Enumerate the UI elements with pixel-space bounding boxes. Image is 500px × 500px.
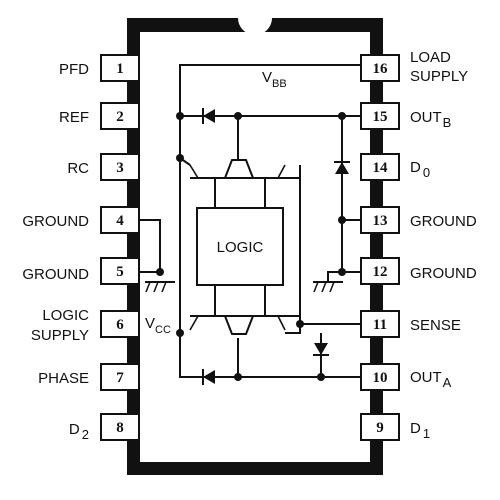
pin-1: 1 PFD [59, 54, 140, 82]
pin-7-label: PHASE [38, 370, 89, 387]
pin-13: 13 GROUND [360, 206, 477, 234]
pin-7: 7 PHASE [38, 363, 140, 391]
ground-right-icon [313, 281, 343, 293]
pin-15-number: 15 [373, 109, 388, 125]
lower-transistor-pair [189, 315, 286, 335]
logic-block [196, 207, 284, 286]
diode-bottom-icon [202, 369, 215, 385]
pin-7-number: 7 [116, 370, 124, 386]
vbb-sub: BB [272, 78, 287, 90]
junction-dots [156, 112, 346, 381]
pin-10-label-sub: A [443, 375, 452, 390]
pin-3: 3 RC [67, 153, 140, 181]
pin-2-number: 2 [116, 109, 124, 125]
pin-4-label: GROUND [22, 213, 89, 230]
pin-1-number: 1 [116, 61, 124, 77]
pin-16-number: 16 [373, 61, 389, 77]
pin-15-label-sub: B [443, 115, 452, 130]
pin-15-label: OUTB [410, 109, 451, 130]
pin-12: 12 GROUND [360, 257, 477, 285]
pin-8-number: 8 [116, 420, 124, 436]
pin-10: 10 OUTA [360, 363, 452, 391]
pin-16: 16 LOAD SUPPLY [360, 49, 468, 85]
upper-transistor-pair [189, 159, 286, 179]
pin-16-label-line2: SUPPLY [410, 68, 468, 85]
pin-8-label-sub: 2 [82, 427, 89, 442]
pin-10-label: OUTA [410, 369, 452, 390]
pin-14-label-sub: 0 [423, 165, 430, 180]
logic-label: LOGIC [217, 239, 264, 256]
pin-9-label-sub: 1 [423, 426, 430, 441]
pin-12-label: GROUND [410, 265, 477, 282]
ground-left-icon [145, 281, 175, 293]
pin-12-number: 12 [373, 264, 388, 280]
pin-2: 2 REF [59, 102, 140, 130]
pin-11: 11 SENSE [360, 310, 461, 338]
pin-6-label-line1: LOGIC [42, 307, 89, 324]
pin-4-number: 4 [116, 213, 124, 229]
pin-14-label-main: D [410, 159, 421, 176]
pin-3-number: 3 [116, 160, 124, 176]
diode-right-icon [334, 161, 350, 174]
pin-4: 4 GROUND [22, 206, 140, 234]
pin-10-label-main: OUT [410, 369, 442, 386]
pin-15: 15 OUTB [360, 102, 451, 130]
pin-5-number: 5 [116, 264, 124, 280]
vcc-sub: CC [155, 324, 171, 336]
pin-2-label: REF [59, 109, 89, 126]
pin-13-label: GROUND [410, 213, 477, 230]
pin-5: 5 GROUND [22, 257, 140, 285]
pin-15-label-main: OUT [410, 109, 442, 126]
vcc-label: VCC [145, 315, 171, 336]
pin-11-number: 11 [373, 317, 387, 333]
pin-3-label: RC [67, 160, 89, 177]
pin-10-number: 10 [373, 370, 388, 386]
vbb-label: VBB [262, 69, 287, 90]
internal-wiring [139, 64, 361, 378]
pin-9-label-main: D [410, 420, 421, 437]
diode-top-icon [202, 108, 215, 124]
pin-14-number: 14 [373, 160, 389, 176]
vcc-main: V [145, 315, 155, 332]
pin-16-label-line1: LOAD [410, 49, 451, 66]
pin-1-label: PFD [59, 61, 89, 78]
pin-6-number: 6 [116, 317, 124, 333]
diode-sense-icon [313, 343, 329, 356]
pin-8-label-main: D [69, 421, 80, 438]
pin-5-label: GROUND [22, 266, 89, 283]
pin-11-label: SENSE [410, 317, 461, 334]
pin-9-number: 9 [376, 420, 384, 436]
pin-6-label-line2: SUPPLY [31, 327, 89, 344]
pin-6: 6 LOGIC SUPPLY [31, 307, 140, 344]
vbb-main: V [262, 69, 272, 86]
pin-13-number: 13 [373, 213, 388, 229]
